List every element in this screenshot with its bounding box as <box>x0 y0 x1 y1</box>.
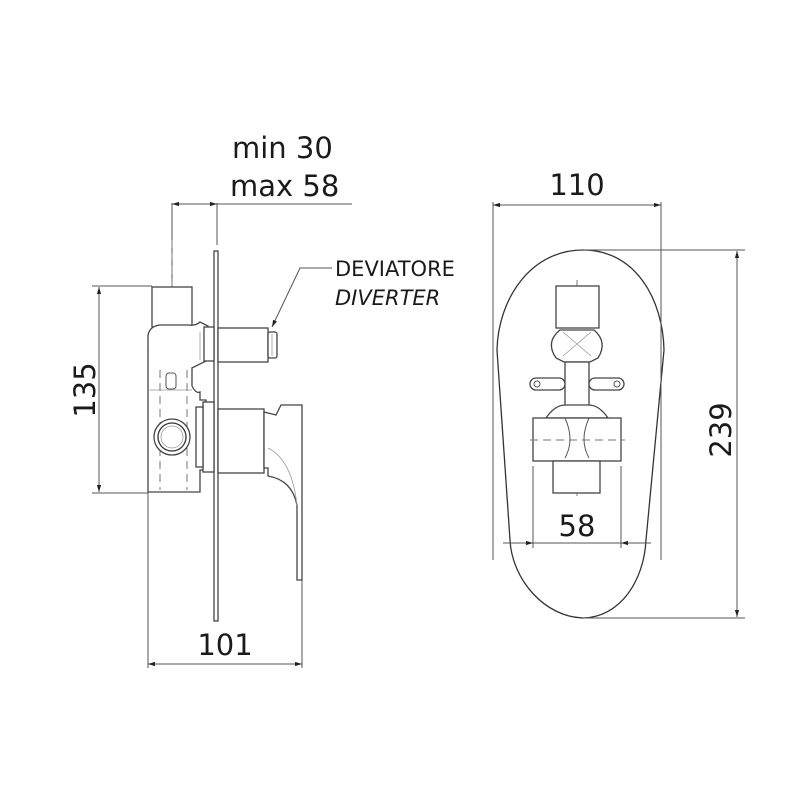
height-dimension-239: 239 <box>583 249 745 619</box>
diverter-callout: DEVIATORE DIVERTER <box>271 257 455 328</box>
height-dimension-135: 135 <box>68 285 152 494</box>
valve-front <box>529 280 625 548</box>
front-view: 110 239 58 <box>492 168 745 619</box>
callout-diverter: DIVERTER <box>335 286 440 310</box>
callout-deviatore: DEVIATORE <box>335 257 455 281</box>
height-239-label: 239 <box>704 402 738 457</box>
depth-dimension: min 30 max 58 <box>171 131 352 290</box>
width-dimension-101: 101 <box>148 580 303 668</box>
lever-handle-side <box>217 404 303 581</box>
width-101-label: 101 <box>197 628 252 662</box>
side-view: min 30 max 58 <box>68 131 455 668</box>
depth-min-label: min 30 <box>232 131 333 165</box>
width-58-label: 58 <box>559 509 596 543</box>
width-110-label: 110 <box>549 168 604 202</box>
valve-body <box>147 240 215 668</box>
diverter-knob <box>217 327 278 363</box>
width-dimension-58: 58 <box>503 509 651 546</box>
depth-max-label: max 58 <box>230 169 339 203</box>
width-dimension-110: 110 <box>492 168 662 560</box>
height-135-label: 135 <box>68 362 102 417</box>
